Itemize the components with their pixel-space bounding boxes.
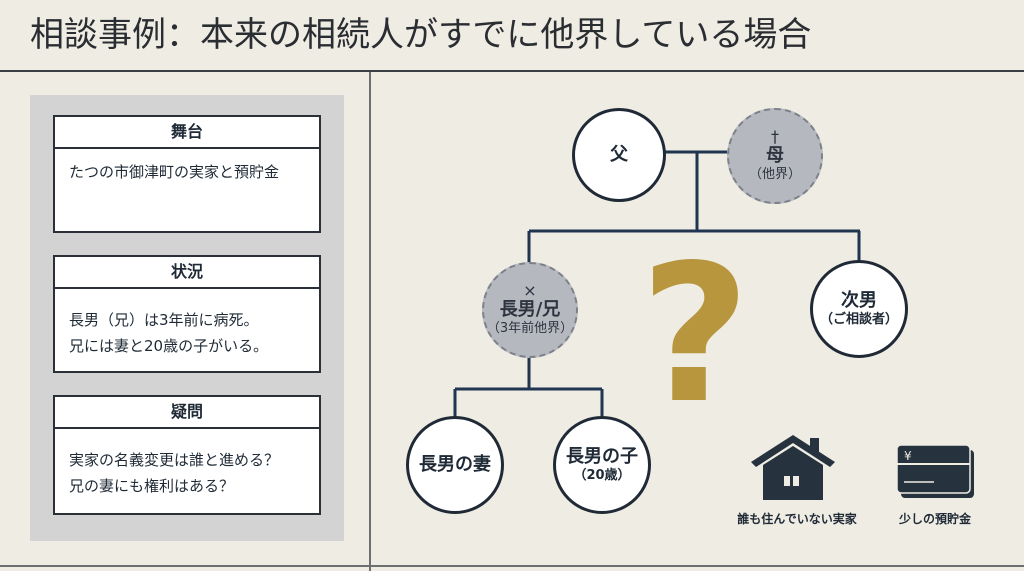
card-heading: 状況 xyxy=(55,257,319,289)
card-line: 実家の名義変更は誰と進める？ xyxy=(69,451,280,469)
card-question: 疑問 実家の名義変更は誰と進める？ 兄の妻にも権利はある？ xyxy=(53,395,321,515)
node-sublabel: （他界） xyxy=(748,167,801,182)
savings-caption: 少しの預貯金 xyxy=(898,512,971,526)
bankbook-icon: ¥ xyxy=(896,444,974,498)
node-sublabel: （20歳） xyxy=(573,468,631,483)
card-situation: 状況 長男（兄）は3年前に病死。 兄には妻と20歳の子がいる。 xyxy=(53,255,321,373)
node-second-son: 次男 （ご相談者） xyxy=(810,260,908,358)
deceased-x-icon: × xyxy=(523,281,537,300)
divider xyxy=(369,72,371,571)
card-stage: 舞台 たつの市御津町の実家と預貯金 xyxy=(53,115,321,233)
question-mark: ? xyxy=(640,224,751,445)
node-eldest-son: × 長男/兄 （3年前他界） xyxy=(482,262,578,358)
card-body: たつの市御津町の実家と預貯金 xyxy=(69,163,280,181)
node-label: 長男/兄 xyxy=(499,299,561,320)
node-mother: † 母 （他界） xyxy=(727,108,823,204)
yen-symbol: ¥ xyxy=(904,449,912,463)
case-summary-panel: 舞台 たつの市御津町の実家と預貯金 状況 長男（兄）は3年前に病死。 兄には妻と… xyxy=(30,95,344,541)
node-sublabel: （3年前他界） xyxy=(486,321,574,336)
card-line: 長男（兄）は3年前に病死。 xyxy=(69,311,259,329)
card-line: 兄には妻と20歳の子がいる。 xyxy=(69,337,269,355)
node-eldest-wife: 長男の妻 xyxy=(406,416,504,514)
node-label: 母 xyxy=(766,145,784,166)
card-heading: 疑問 xyxy=(55,397,319,429)
house-caption: 誰も住んでいない実家 xyxy=(737,512,857,526)
bottom-divider xyxy=(0,565,1024,567)
page-title: 相談事例：本来の相続人がすでに他界している場合 xyxy=(0,0,1024,72)
node-sublabel: （ご相談者） xyxy=(819,312,898,327)
node-label: 長男の子 xyxy=(566,446,638,467)
node-label: 次男 xyxy=(841,290,877,311)
cross-icon: † xyxy=(771,127,779,146)
card-line: 兄の妻にも権利はある？ xyxy=(69,477,235,495)
node-eldest-child: 長男の子 （20歳） xyxy=(553,416,651,514)
node-father: 父 xyxy=(572,108,666,202)
house-icon xyxy=(751,435,835,500)
card-heading: 舞台 xyxy=(55,117,319,149)
node-label: 長男の妻 xyxy=(419,454,491,475)
node-label: 父 xyxy=(610,144,628,165)
